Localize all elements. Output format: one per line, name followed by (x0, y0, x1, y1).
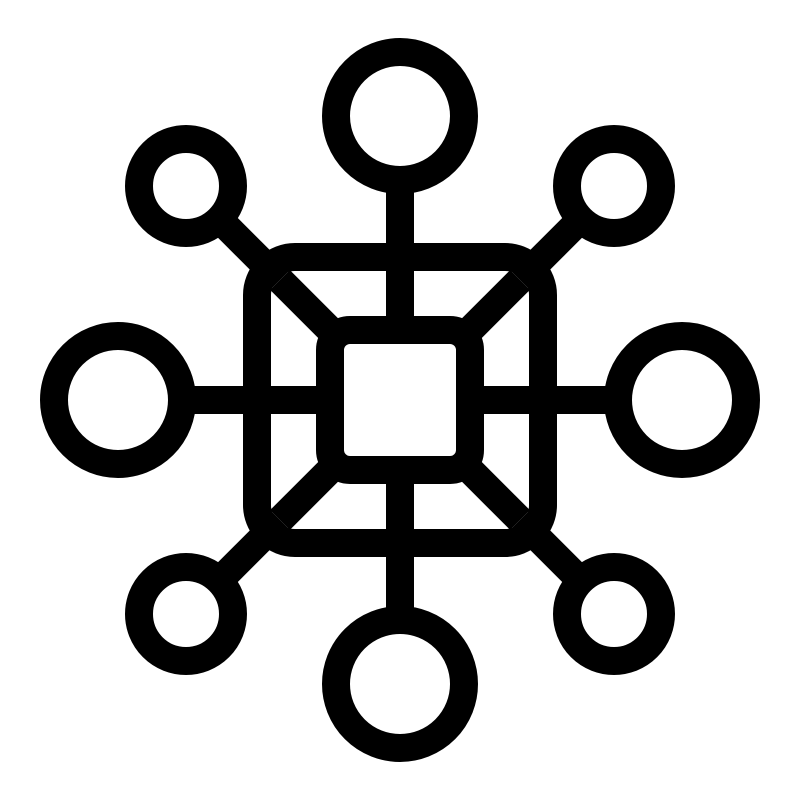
inner-diagonal-top-right (460, 270, 530, 340)
connector-top-left (216, 216, 290, 290)
inner-diagonal-bottom-left (270, 460, 340, 530)
node-bottom-left (125, 553, 247, 675)
node-bottom-right (553, 553, 675, 675)
connector-bottom-right (510, 510, 584, 584)
inner-diagonal-bottom-right (460, 460, 530, 530)
node-top-right (553, 125, 675, 247)
node-left (40, 322, 196, 478)
node-right (604, 322, 760, 478)
connector-bottom-left (216, 510, 290, 584)
inner-diagonal-top-left (270, 270, 340, 340)
node-top (322, 38, 478, 194)
hub-inner-square (316, 316, 484, 484)
node-bottom (322, 606, 478, 762)
connector-top-right (510, 216, 584, 290)
node-top-left (125, 125, 247, 247)
